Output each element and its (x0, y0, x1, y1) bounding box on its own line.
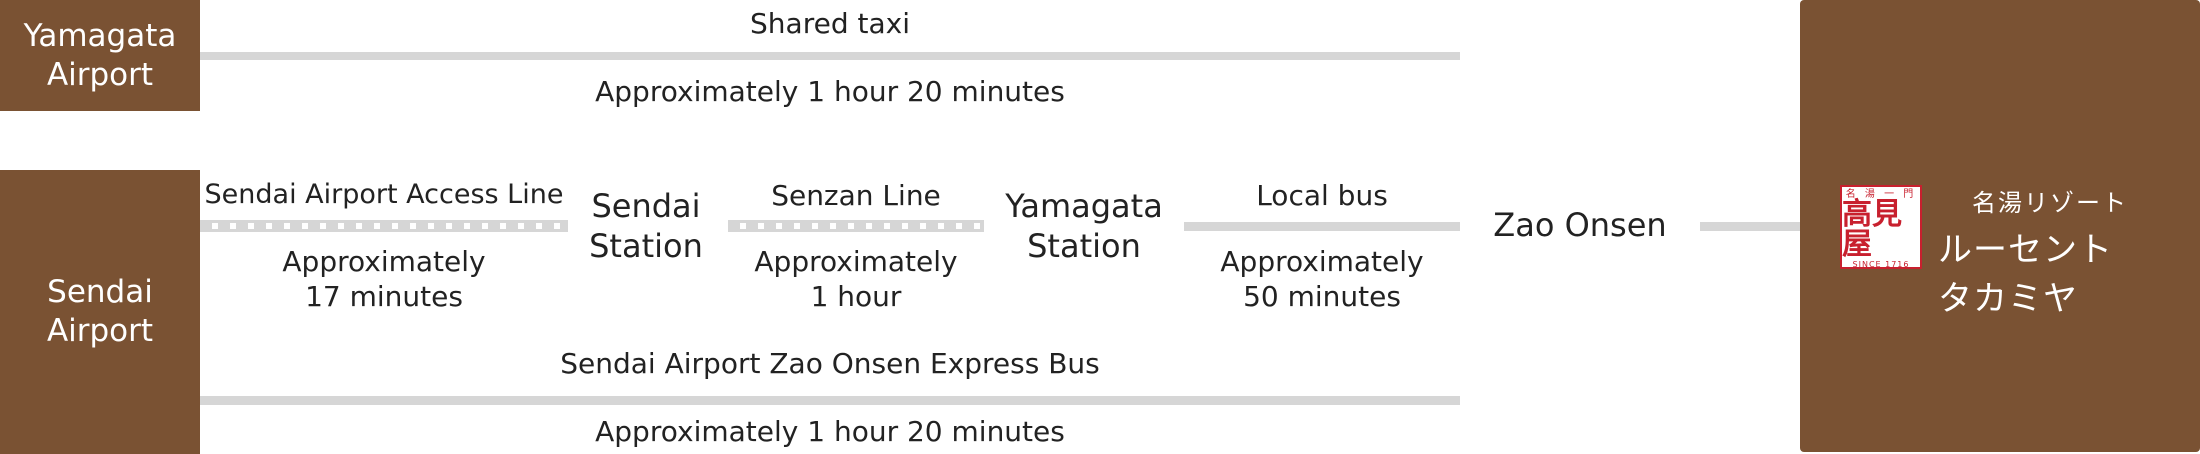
zao-onsen-label: Zao Onsen (1493, 206, 1667, 244)
shared-taxi-label: Shared taxi (750, 7, 910, 40)
brand-line-1: 名湯リゾート (1972, 189, 2128, 217)
access-line-label: Sendai Airport Access Line (204, 179, 564, 210)
destination-logo: 名 湯 一 門 高見屋 SINCE 1716 名湯リゾート ルーセント タカミヤ (1838, 183, 2158, 319)
senzan-line-label: Senzan Line (771, 179, 941, 212)
senzan-line-time: Approximately 1 hour (754, 245, 958, 313)
senzan-line-rail (728, 220, 984, 232)
shared-taxi-line (200, 52, 1460, 60)
seal-main-text: 高見屋 (1842, 197, 1902, 262)
access-line-time: Approximately 17 minutes (282, 245, 486, 313)
seal-top-text: 名 湯 一 門 (1845, 189, 1917, 200)
sendai-airport-box: Sendai Airport (0, 170, 200, 454)
express-bus-line (200, 396, 1460, 405)
zao-onsen-connector (1700, 222, 1800, 231)
takamiya-seal-icon: 名 湯 一 門 高見屋 SINCE 1716 (1840, 185, 1922, 269)
yamagata-airport-box: Yamagata Airport (0, 0, 200, 111)
seal-since-text: SINCE 1716 (1852, 260, 1910, 269)
sendai-airport-label: Sendai Airport (46, 274, 154, 349)
brand-name: 名湯リゾート ルーセント タカミヤ (1938, 183, 2158, 320)
yamagata-airport-label: Yamagata Airport (23, 17, 177, 93)
local-bus-time: Approximately 50 minutes (1220, 245, 1424, 313)
express-bus-label: Sendai Airport Zao Onsen Express Bus (560, 347, 1100, 380)
yamagata-station-label: Yamagata Station (1005, 187, 1163, 265)
sendai-station-label: Sendai Station (589, 187, 703, 265)
local-bus-label: Local bus (1256, 179, 1388, 212)
local-bus-line (1184, 222, 1460, 231)
express-bus-time: Approximately 1 hour 20 minutes (595, 415, 1065, 448)
brand-line-2: ルーセント タカミヤ (1938, 230, 2113, 319)
access-line-rail (200, 220, 568, 232)
shared-taxi-time: Approximately 1 hour 20 minutes (595, 75, 1065, 108)
